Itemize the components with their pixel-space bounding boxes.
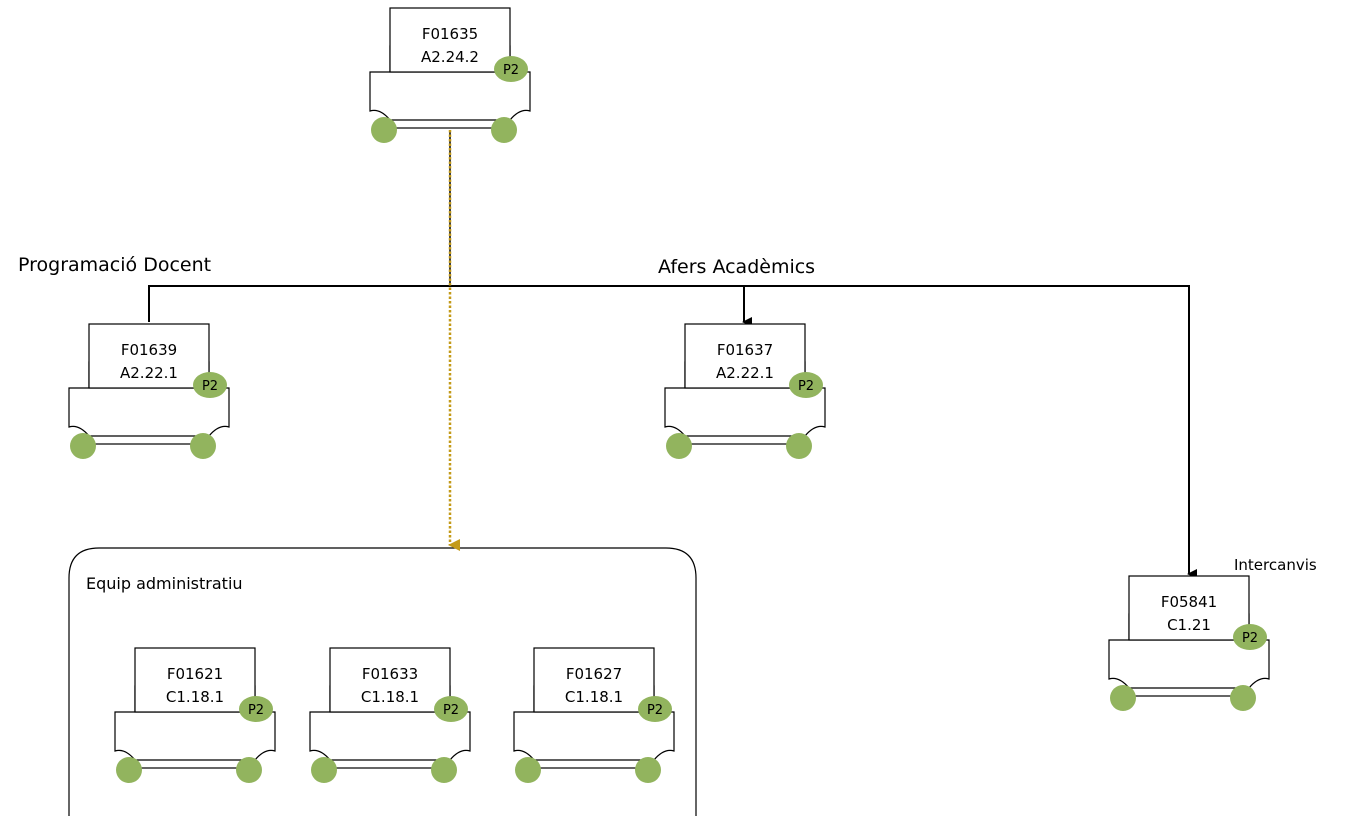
node-code: F01639 (121, 341, 177, 359)
node-badge-label: P2 (647, 703, 663, 718)
foot-right-circle (236, 757, 262, 783)
node-card (1128, 575, 1250, 641)
node-code: F05841 (1161, 593, 1217, 611)
foot-left-circle (515, 757, 541, 783)
foot-left-circle (666, 433, 692, 459)
node-badge-label: P2 (1242, 631, 1258, 646)
node-grade: A2.22.1 (120, 364, 178, 382)
node-card (533, 647, 655, 713)
node-grade: C1.18.1 (166, 688, 224, 706)
foot-right-circle (431, 757, 457, 783)
badge-circle (434, 696, 468, 722)
node-card (389, 7, 511, 73)
badge-circle (789, 372, 823, 398)
badge-circle (193, 372, 227, 398)
node-badge-label: P2 (798, 379, 814, 394)
foot-right-circle (635, 757, 661, 783)
node-card (684, 323, 806, 389)
label-programacio-docent: Programació Docent (18, 254, 212, 276)
badge-circle (239, 696, 273, 722)
badge-circle (494, 56, 528, 82)
group-box (68, 547, 697, 816)
foot-left-circle (1110, 685, 1136, 711)
connectors (148, 130, 1197, 579)
node-badge-label: P2 (503, 63, 519, 78)
badge-circle (638, 696, 672, 722)
foot-left-circle (116, 757, 142, 783)
bus-line (148, 285, 1197, 579)
foot-right-circle (786, 433, 812, 459)
node-card (329, 647, 451, 713)
label-afers-academics: Afers Acadèmics (658, 256, 816, 278)
node-code: F01637 (717, 341, 773, 359)
label-intercanvis: Intercanvis (1234, 556, 1317, 574)
node-grade: C1.18.1 (361, 688, 419, 706)
node-badge-label: P2 (248, 703, 264, 718)
foot-left-circle (311, 757, 337, 783)
node-grade: C1.18.1 (565, 688, 623, 706)
node-code: F01621 (167, 665, 223, 683)
node-card (88, 323, 210, 389)
foot-right-circle (190, 433, 216, 459)
node-grade: A2.24.2 (421, 48, 479, 66)
node-code: F01627 (566, 665, 622, 683)
node-badge-label: P2 (202, 379, 218, 394)
node-code: F01633 (362, 665, 418, 683)
badge-circle (1233, 624, 1267, 650)
node-grade: A2.22.1 (716, 364, 774, 382)
foot-right-circle (1230, 685, 1256, 711)
foot-right-circle (491, 117, 517, 143)
node-grade: C1.21 (1167, 616, 1211, 634)
foot-left-circle (70, 433, 96, 459)
node-card (134, 647, 256, 713)
foot-left-circle (371, 117, 397, 143)
node-badge-label: P2 (443, 703, 459, 718)
node-code: F01635 (422, 25, 478, 43)
group-title: Equip administratiu (86, 574, 243, 593)
